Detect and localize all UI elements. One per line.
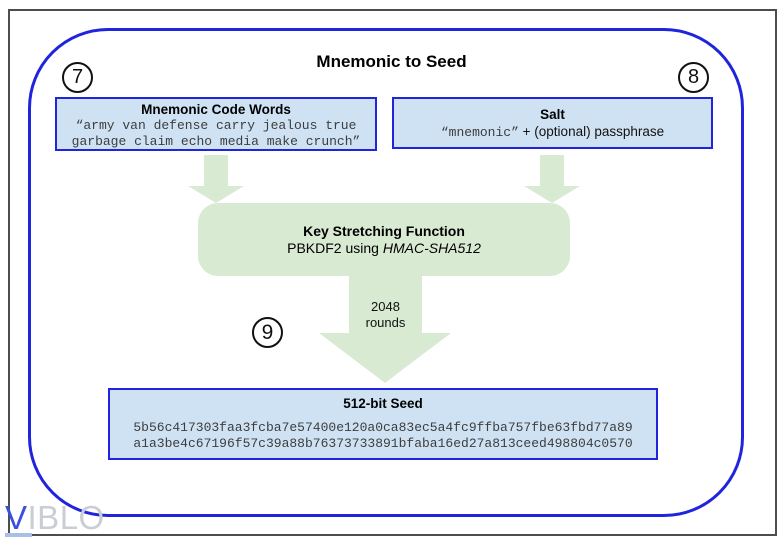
seed-hex-value: 5b56c417303faa3fcba7e57400e120a0ca83ec5a… [110,420,656,452]
rounds-label: 2048 rounds [337,299,434,331]
seed-box-title: 512-bit Seed [343,396,423,411]
key-stretching-title: Key Stretching Function [303,222,465,239]
viblo-watermark-logo: VIBLO [5,501,105,534]
rounds-arrow-shaft [349,275,422,333]
mnemonic-code-words-box: Mnemonic Code Words “army van defense ca… [55,97,377,151]
salt-value-line: “mnemonic” + (optional) passphrase [394,123,711,141]
salt-mnemonic-literal: “mnemonic” [440,124,519,140]
viblo-logo-underline [5,533,32,537]
salt-box: Salt “mnemonic” + (optional) passphrase [392,97,713,149]
diagram-title: Mnemonic to Seed [316,52,467,71]
mnemonic-arrow-shaft [204,155,228,186]
step-9-number: 9 [261,320,274,344]
step-9-badge: 9 [252,317,283,348]
seed-hex-line-2: a1a3be4c67196f57c39a88b76373733891bfaba1… [133,436,633,451]
step-8-number: 8 [687,66,700,88]
hmac-sha512-text: HMAC-SHA512 [382,239,481,256]
viblo-logo-rest: IBLO [27,499,105,536]
key-stretching-subtitle: PBKDF2 using HMAC-SHA512 [287,240,481,257]
step-7-number: 7 [71,66,84,88]
pbkdf2-text: PBKDF2 using [287,239,383,256]
step-8-badge: 8 [678,62,709,93]
mnemonic-words-line-1: “army van defense carry jealous true [75,118,357,133]
rounds-word: rounds [365,315,406,330]
seed-box: 512-bit Seed 5b56c417303faa3fcba7e57400e… [108,388,658,460]
salt-plus-sign: + [522,123,531,139]
mnemonic-box-title: Mnemonic Code Words [141,102,291,117]
rounds-arrow-head [319,333,451,383]
key-stretching-function-box: Key Stretching Function PBKDF2 using HMA… [198,203,570,276]
viblo-logo-v: V [5,499,28,536]
salt-box-title: Salt [540,106,565,122]
salt-arrow-shaft [540,155,564,186]
outer-frame [8,9,777,536]
step-7-badge: 7 [62,62,93,93]
rounds-count: 2048 [371,299,400,314]
mnemonic-arrow-head [188,186,244,203]
salt-passphrase-text: (optional) passphrase [534,123,665,139]
mnemonic-words-line-2: garbage claim echo media make crunch” [71,134,361,149]
seed-hex-line-1: 5b56c417303faa3fcba7e57400e120a0ca83ec5a… [133,420,633,435]
salt-arrow-head [524,186,580,203]
